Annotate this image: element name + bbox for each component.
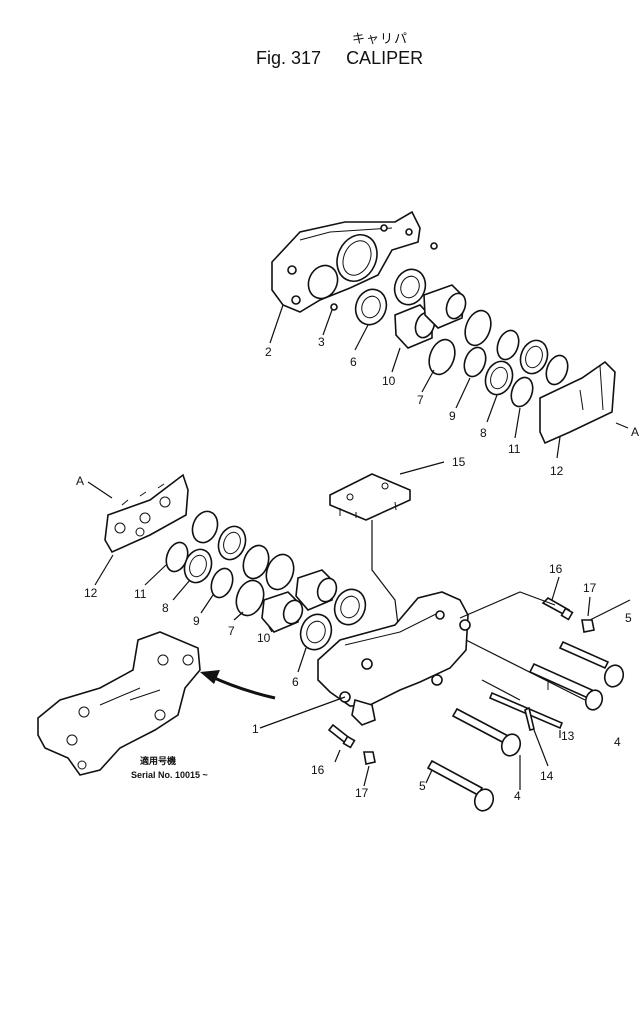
callout-14: 14 (540, 769, 554, 783)
callout-16-upper: 16 (549, 562, 563, 576)
brake-pad-lower (104, 473, 189, 554)
callout-8-lower: 8 (162, 601, 169, 615)
callout-4-upper: 4 (614, 735, 621, 749)
small-seal-upper (330, 303, 338, 311)
callout-2: 2 (265, 345, 272, 359)
japanese-title: キャリパ (352, 32, 409, 47)
assembly-arrow (200, 670, 276, 700)
callout-13: 13 (561, 729, 575, 743)
callout-5-lower: 5 (419, 779, 426, 793)
fasteners (327, 597, 625, 812)
callout-8-upper: 8 (480, 426, 487, 440)
figure-number: Fig. 317 (256, 48, 322, 68)
callout-7-lower: 7 (228, 624, 235, 638)
callout-16-lower: 16 (311, 763, 325, 777)
callout-3: 3 (318, 335, 325, 349)
seal-rings-lower (165, 510, 295, 617)
shim-plate (329, 473, 411, 521)
brake-pad-upper (539, 360, 616, 445)
callout-10-upper: 10 (382, 374, 396, 388)
serial-note-japanese: 適用号機 (140, 755, 176, 766)
figure-name: CALIPER (346, 48, 424, 68)
callout-15: 15 (452, 455, 466, 469)
callout-7-upper: 7 (417, 393, 424, 407)
callout-17-upper: 17 (583, 581, 597, 595)
callout-9-upper: 9 (449, 409, 456, 423)
figure-title: Fig. 317 CALIPER (256, 48, 423, 69)
piston-group-upper (354, 268, 467, 349)
view-marker-a-right: A (631, 425, 639, 439)
callout-1: 1 (252, 722, 259, 736)
caliper-half-upper (271, 210, 438, 313)
callout-4-lower: 4 (514, 789, 521, 803)
callout-17-lower: 17 (355, 786, 369, 800)
callout-12-upper: 12 (550, 464, 564, 478)
assembly-line-plate (371, 520, 399, 626)
callout-10-lower: 10 (257, 631, 271, 645)
piston-group-lower (261, 569, 367, 651)
callout-12-lower: 12 (84, 586, 98, 600)
seal-rings-upper (428, 309, 569, 408)
callout-9-lower: 9 (193, 614, 200, 628)
callout-11-lower: 11 (134, 587, 147, 601)
leader-lines (87, 304, 631, 790)
callout-5-upper: 5 (625, 611, 632, 625)
view-marker-a-left: A (76, 474, 84, 488)
callout-11-upper: 11 (508, 442, 521, 456)
serial-note: Serial No. 10015 ~ (131, 770, 208, 780)
callout-6-upper: 6 (350, 355, 357, 369)
caliper-reference-view (37, 631, 201, 776)
callout-6-lower: 6 (292, 675, 299, 689)
